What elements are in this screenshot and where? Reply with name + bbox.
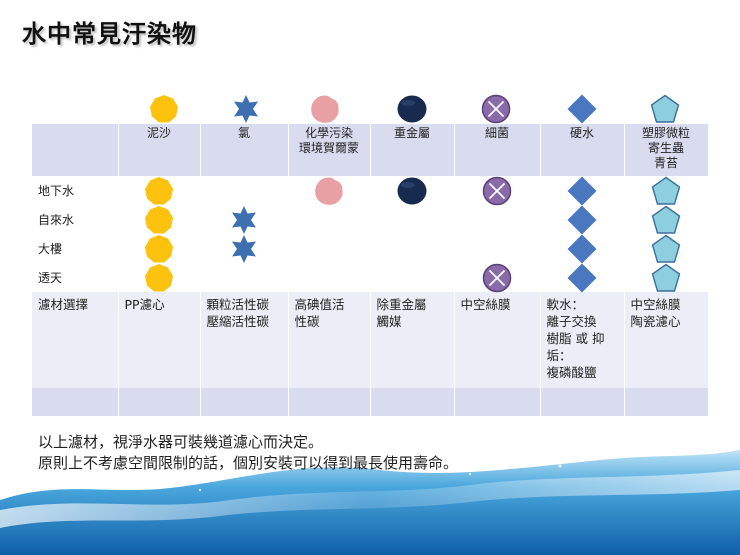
table-cell [370,263,455,292]
filter-cell: 中空絲膜陶瓷濾心 [624,292,709,388]
table-row: 自來水 [32,205,709,235]
microplastic-icon [651,263,681,293]
table-cell [118,234,201,264]
table-cell [288,234,371,263]
filter-cell: 軟水：離子交換樹脂 或 抑垢：複磷酸鹽 [540,292,625,388]
sand-icon [144,263,174,293]
table-row: 透天 [32,263,709,293]
header-cell: 塑膠微粒寄生蟲青苔 [624,124,709,176]
table-cell [200,263,289,292]
notes: 以上濾材，視淨水器可裝幾道濾心而決定。 原則上不考慮空間限制的話，個別安裝可以得… [38,432,458,474]
microplastic-icon [651,234,681,264]
row-label: 地下水 [32,176,119,205]
slide-title: 水中常見汙染物 [22,20,197,48]
note-line: 原則上不考慮空間限制的話，個別安裝可以得到最長使用壽命。 [38,454,459,472]
filter-cell: 除重金屬觸媒 [370,292,455,388]
bacteria-icon [482,176,512,206]
table-cell [288,205,371,234]
blank-row [32,388,709,416]
chlorine-icon [229,234,259,264]
table-cell [540,263,625,293]
contaminant-table: 泥沙 氯 化學污染環境賀爾蒙 重金屬 細菌 硬水 塑膠微粒寄生蟲青苔 地下水自來… [32,124,709,416]
chemical-icon [310,94,340,124]
bacteria-icon [482,263,512,293]
header-cell: 氯 [200,124,289,176]
legend-icons-row [0,94,740,124]
table-row: 地下水 [32,176,709,206]
table-row: 大樓 [32,234,709,264]
table-cell [540,205,625,235]
table-cell [200,176,289,205]
sand-icon [149,94,179,124]
table-cell [118,176,201,206]
header-row: 泥沙 氯 化學污染環境賀爾蒙 重金屬 細菌 硬水 塑膠微粒寄生蟲青苔 [32,124,709,176]
table-cell [454,234,541,263]
table-cell [540,234,625,264]
bacteria-icon [481,94,511,124]
header-cell: 泥沙 [118,124,201,176]
table-cell [288,176,371,206]
header-cell: 化學污染環境賀爾蒙 [288,124,371,176]
filter-row: 濾材選擇 PP濾心 顆粒活性碳壓縮活性碳 高碘值活性碳 除重金屬觸媒 中空絲膜 … [32,292,709,388]
microplastic-icon [651,205,681,235]
filter-cell: 高碘值活性碳 [288,292,371,388]
header-cell: 硬水 [540,124,625,176]
filter-cell: 中空絲膜 [454,292,541,388]
chlorine-icon [231,94,261,124]
sand-icon [144,205,174,235]
sand-icon [144,176,174,206]
hard-water-icon [567,263,597,293]
table-cell [370,176,455,206]
chemical-icon [314,176,344,206]
note-line: 以上濾材，視淨水器可裝幾道濾心而決定。 [38,433,324,451]
hard-water-icon [567,205,597,235]
table-cell [624,263,709,293]
table-cell [200,205,289,235]
table-cell [200,234,289,264]
row-label: 自來水 [32,205,119,234]
table-cell [370,234,455,263]
heavy-metal-icon [397,176,427,206]
filter-cell: PP濾心 [118,292,201,388]
microplastic-icon [650,94,680,124]
header-cell: 重金屬 [370,124,455,176]
header-cell-empty [32,124,119,176]
table-cell [118,263,201,293]
table-cell [540,176,625,206]
microplastic-icon [651,176,681,206]
filter-cell: 顆粒活性碳壓縮活性碳 [200,292,289,388]
table-cell [288,263,371,292]
filter-label: 濾材選擇 [32,292,119,388]
row-label: 透天 [32,263,119,292]
table-cell [624,176,709,206]
table-cell [624,234,709,264]
header-cell: 細菌 [454,124,541,176]
table-cell [118,205,201,235]
hard-water-icon [567,176,597,206]
hard-water-icon [567,94,597,124]
table-cell [624,205,709,235]
table-cell [454,205,541,234]
table-cell [454,263,541,293]
table-cell [454,176,541,206]
hard-water-icon [567,234,597,264]
heavy-metal-icon [397,94,427,124]
table-cell [370,205,455,234]
chlorine-icon [229,205,259,235]
sand-icon [144,234,174,264]
row-label: 大樓 [32,234,119,263]
